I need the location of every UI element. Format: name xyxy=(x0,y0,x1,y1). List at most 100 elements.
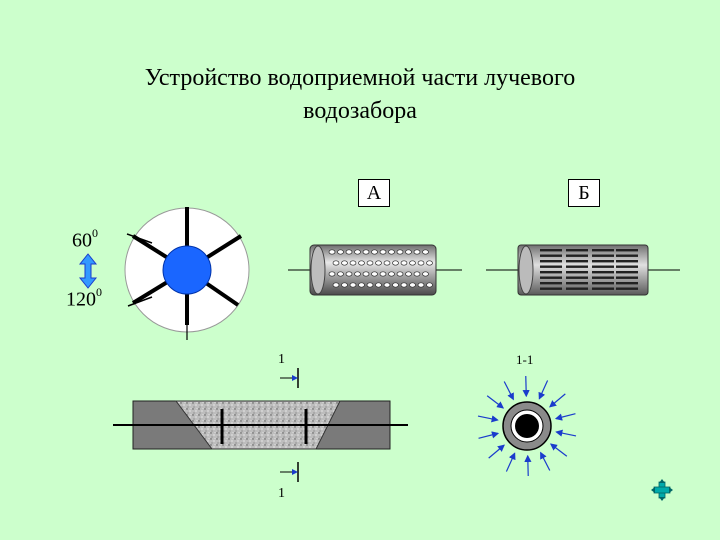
perforation-hole xyxy=(349,282,357,288)
title-line-2: водозабора xyxy=(303,98,417,124)
slot-opening xyxy=(592,249,614,252)
move-arrows-icon[interactable] xyxy=(651,479,673,501)
perforation-hole xyxy=(371,271,378,277)
perforation-hole xyxy=(388,249,395,255)
perforation-hole xyxy=(362,249,370,255)
slot-opening xyxy=(592,282,614,285)
perforation-hole xyxy=(426,260,433,266)
inflow-arrow xyxy=(478,431,500,439)
perforation-hole xyxy=(392,260,399,266)
perforation-hole xyxy=(366,282,374,288)
pipe-b-slotted xyxy=(486,244,680,296)
perforation-hole xyxy=(358,260,365,266)
well-shaft xyxy=(162,245,212,295)
radial-well-plan xyxy=(124,207,250,340)
slot-opening xyxy=(566,249,588,252)
label-b: Б xyxy=(568,179,600,207)
slot-opening xyxy=(540,249,562,252)
perforation-hole xyxy=(392,282,399,288)
inflow-arrow xyxy=(477,415,499,423)
perforation-hole xyxy=(332,282,340,288)
perforation-hole xyxy=(332,260,340,266)
slot-opening xyxy=(540,260,562,263)
label-a: А xyxy=(358,179,390,207)
slot-opening xyxy=(566,276,588,279)
slot-opening xyxy=(540,265,562,268)
angle-60-label: 600 xyxy=(72,226,98,253)
slot-opening xyxy=(616,265,638,268)
inflow-arrow xyxy=(555,429,577,437)
inflow-arrow xyxy=(488,444,505,459)
slot-opening xyxy=(566,282,588,285)
perforation-hole xyxy=(422,271,429,277)
perforation-hole xyxy=(409,282,416,288)
slot-opening xyxy=(566,260,588,263)
perforation-hole xyxy=(417,260,425,266)
perforation-hole xyxy=(341,260,348,266)
inflow-arrow xyxy=(549,393,566,408)
slot-opening xyxy=(566,265,588,268)
perforation-hole xyxy=(396,271,404,277)
perforation-hole xyxy=(328,271,336,277)
degree-sign: 0 xyxy=(92,226,98,240)
slot-opening xyxy=(616,282,638,285)
section-label-bottom: 1 xyxy=(278,486,285,501)
perforation-hole xyxy=(422,249,429,255)
perforation-hole xyxy=(375,260,382,266)
slot-opening xyxy=(592,271,614,274)
slot-opening xyxy=(540,287,562,290)
inflow-arrow xyxy=(540,451,551,471)
inflow-arrows xyxy=(477,376,577,476)
slot-opening xyxy=(616,271,638,274)
perforation-hole xyxy=(366,260,374,266)
perforation-hole xyxy=(358,282,365,288)
perforation-hole xyxy=(405,249,412,255)
perforation-hole xyxy=(349,260,357,266)
slot-opening xyxy=(616,287,638,290)
slot-opening xyxy=(566,271,588,274)
perforation-hole xyxy=(371,249,378,255)
perforation-hole xyxy=(409,260,416,266)
perforation-hole xyxy=(413,271,421,277)
slot-opening xyxy=(566,254,588,257)
perforation-hole xyxy=(354,271,361,277)
perforation-hole xyxy=(388,271,395,277)
perforation-hole xyxy=(413,249,421,255)
slot-opening xyxy=(592,260,614,263)
page-title: Устройство водоприемной части лучевого в… xyxy=(60,62,660,128)
perforation-hole xyxy=(417,282,425,288)
slot-opening xyxy=(616,260,638,263)
perforation-hole xyxy=(337,249,344,255)
section-view-label: 1-1 xyxy=(516,352,534,367)
slot-opening xyxy=(540,282,562,285)
perforation-hole xyxy=(328,249,336,255)
perforation-hole xyxy=(341,282,348,288)
pipe-a-perforated xyxy=(288,244,462,296)
perforation-hole xyxy=(375,282,382,288)
perforation-hole xyxy=(400,282,408,288)
section-label-top: 1 xyxy=(278,352,285,367)
slot-opening xyxy=(566,287,588,290)
collector-longitudinal-section xyxy=(113,368,408,482)
slot-opening xyxy=(592,276,614,279)
slot-opening xyxy=(540,276,562,279)
perforation-hole xyxy=(400,260,408,266)
angle-marker xyxy=(127,296,153,307)
perforation-hole xyxy=(396,249,404,255)
perforation-hole xyxy=(379,249,387,255)
inflow-arrow xyxy=(554,413,576,421)
slot-opening xyxy=(592,287,614,290)
inflow-arrow xyxy=(503,381,514,401)
inflow-arrow xyxy=(538,380,549,400)
angle-120-value: 120 xyxy=(66,288,96,311)
perforation-holes xyxy=(328,249,433,288)
perforation-hole xyxy=(362,271,370,277)
inflow-arrow xyxy=(549,443,568,457)
perforation-hole xyxy=(345,271,353,277)
cross-section-1-1 xyxy=(477,376,577,476)
angle-marker xyxy=(126,233,153,244)
slot-opening xyxy=(616,249,638,252)
degree-sign: 0 xyxy=(96,285,102,299)
slot-opening xyxy=(616,254,638,257)
perforation-hole xyxy=(354,249,361,255)
